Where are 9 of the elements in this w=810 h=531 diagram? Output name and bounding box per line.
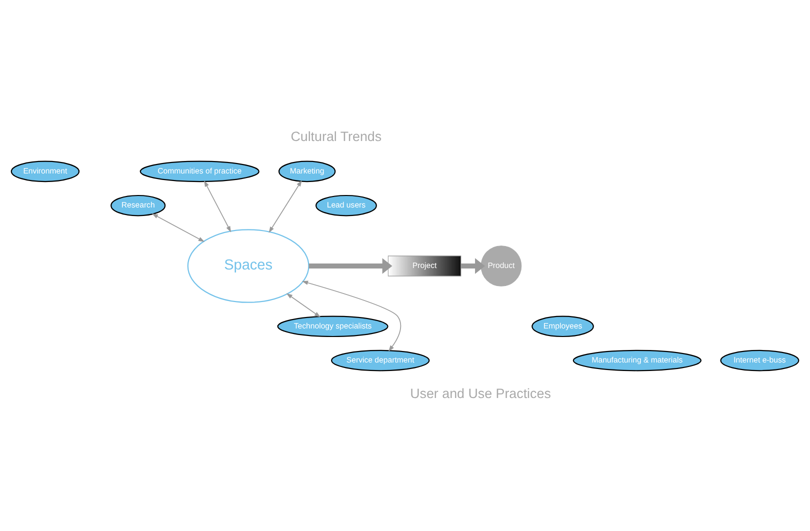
arrow [460, 258, 485, 274]
arrow [152, 213, 205, 242]
label: Cultural Trends [290, 128, 382, 144]
arrow [204, 180, 232, 232]
arrow [302, 280, 402, 351]
label: User and Use Practices [410, 386, 551, 401]
arrow [286, 292, 321, 317]
arrow [268, 180, 302, 232]
arrow [308, 258, 392, 274]
